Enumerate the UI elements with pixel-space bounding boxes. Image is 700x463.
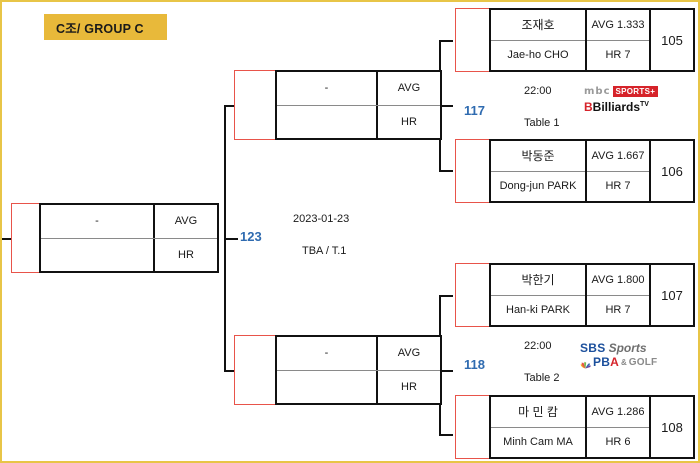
player-box-108[interactable]: 마 민 캄 Minh Cam MA AVG 1.286 HR 6 108 <box>455 395 695 459</box>
player-108-name-en: Minh Cam MA <box>491 426 585 458</box>
player-105-name-en: Jae-ho CHO <box>491 39 585 71</box>
player-105-empty-winner-cell <box>455 8 491 72</box>
connector-final-riser-bottom <box>224 238 226 372</box>
semifinal-bottom-row-avg: - AVG <box>277 337 440 370</box>
match-number-118[interactable]: 118 <box>464 357 485 372</box>
mbc-sports-badge: SPORTS+ <box>612 86 659 97</box>
connector-final-to-semi-bottom <box>224 370 238 372</box>
player-106-hr: HR 7 <box>587 170 649 202</box>
connector-118-to-player-108 <box>439 434 453 436</box>
connector-left-seed-out <box>224 238 238 240</box>
player-106-seed: 106 <box>649 141 693 201</box>
golf-wordmark: GOLF <box>628 357 658 368</box>
player-107-name-kr: 박한기 <box>521 273 555 288</box>
sbs-sports-wordmark: Sports <box>608 341 647 355</box>
player-box-106[interactable]: 박동준 Dong-jun PARK AVG 1.667 HR 7 106 <box>455 139 695 203</box>
left-seed-avg-label: AVG <box>153 205 217 238</box>
player-box-107[interactable]: 박한기 Han-ki PARK AVG 1.800 HR 7 107 <box>455 263 695 327</box>
left-seed-name-en <box>41 239 153 272</box>
left-seed-hr-label: HR <box>153 238 217 271</box>
player-108-name-kr: 마 민 캄 <box>518 405 558 420</box>
semifinal-top-name: - <box>324 82 329 95</box>
left-seed-name: - <box>95 215 99 228</box>
left-seed-row-avg: - AVG <box>41 205 217 238</box>
pba-wordmark: PBA <box>593 355 619 369</box>
connector-final-to-semi-top <box>224 105 238 107</box>
match-118-time: 22:00 <box>524 340 552 352</box>
billiards-tv-wordmark: BBilliardsTV <box>584 100 649 114</box>
billiards-text: Billiards <box>592 100 641 114</box>
connector-117-to-player-105 <box>439 40 453 42</box>
player-box-105[interactable]: 조재호 Jae-ho CHO AVG 1.333 HR 7 105 <box>455 8 695 72</box>
connector-semi-bottom-out <box>439 370 453 372</box>
bracket-box-semifinal-bottom[interactable]: - AVG HR <box>234 335 442 405</box>
player-106-avg: AVG 1.667 <box>591 149 645 162</box>
semifinal-bottom-name-en <box>277 371 376 404</box>
semifinal-top-avg-label: AVG <box>376 72 440 105</box>
final-date: 2023-01-23 <box>293 213 350 225</box>
connector-118-to-player-107 <box>439 295 453 297</box>
bracket-box-semifinal-top[interactable]: - AVG HR <box>234 70 442 140</box>
player-105-avg: AVG 1.333 <box>591 18 645 31</box>
player-106-empty-winner-cell <box>455 139 491 203</box>
mbc-wordmark: mbc <box>584 86 611 97</box>
group-label: C조/ GROUP C <box>56 21 144 36</box>
connector-117-to-player-106 <box>439 170 453 172</box>
player-108-empty-winner-cell <box>455 395 491 459</box>
semifinal-bottom-hr-label: HR <box>376 370 440 403</box>
match-number-117[interactable]: 117 <box>464 103 485 118</box>
sbs-sports-pba-golf-logo: SBS Sports PBA & GOLF <box>580 342 657 369</box>
left-seed-row-hr: HR <box>41 237 217 272</box>
connector-left-edge-stub <box>2 238 16 240</box>
player-108-seed: 108 <box>649 397 693 457</box>
match-118-table: Table 2 <box>524 372 560 384</box>
bracket-box-left-seed[interactable]: - AVG HR <box>11 203 219 273</box>
match-117-time: 22:00 <box>524 85 552 97</box>
connector-final-riser-top <box>224 105 226 240</box>
semifinal-top-row-hr: HR <box>277 104 440 139</box>
semifinal-top-hr-label: HR <box>376 105 440 138</box>
player-105-name-kr: 조재호 <box>521 18 555 33</box>
sbs-wordmark: SBS <box>580 341 606 355</box>
player-105-hr: HR 7 <box>587 39 649 71</box>
player-107-empty-winner-cell <box>455 263 491 327</box>
player-107-name-en: Han-ki PARK <box>491 294 585 326</box>
peacock-icon <box>580 358 591 368</box>
semifinal-top-name-en <box>277 106 376 139</box>
match-117-table: Table 1 <box>524 117 560 129</box>
semifinal-bottom-row-hr: HR <box>277 369 440 404</box>
player-105-seed: 105 <box>649 10 693 70</box>
group-badge: C조/ GROUP C <box>44 14 167 40</box>
player-108-avg: AVG 1.286 <box>591 405 645 418</box>
player-106-name-en: Dong-jun PARK <box>491 170 585 202</box>
player-107-seed: 107 <box>649 265 693 325</box>
semifinal-top-row-avg: - AVG <box>277 72 440 105</box>
mbc-sports-billiards-tv-logo: mbc SPORTS+ BBilliardsTV <box>584 86 659 114</box>
semifinal-bottom-name: - <box>324 347 329 360</box>
final-table: TBA / T.1 <box>302 245 347 257</box>
player-107-hr: HR 7 <box>587 294 649 326</box>
tv-superscript: TV <box>640 101 649 108</box>
player-107-avg: AVG 1.800 <box>591 273 645 286</box>
match-number-123[interactable]: 123 <box>240 229 262 244</box>
player-108-hr: HR 6 <box>587 426 649 458</box>
player-106-name-kr: 박동준 <box>521 149 555 164</box>
pba-ampersand: & <box>620 358 627 367</box>
connector-semi-top-out <box>439 105 453 107</box>
semifinal-bottom-avg-label: AVG <box>376 337 440 370</box>
connector-118-riser-top <box>439 295 441 372</box>
